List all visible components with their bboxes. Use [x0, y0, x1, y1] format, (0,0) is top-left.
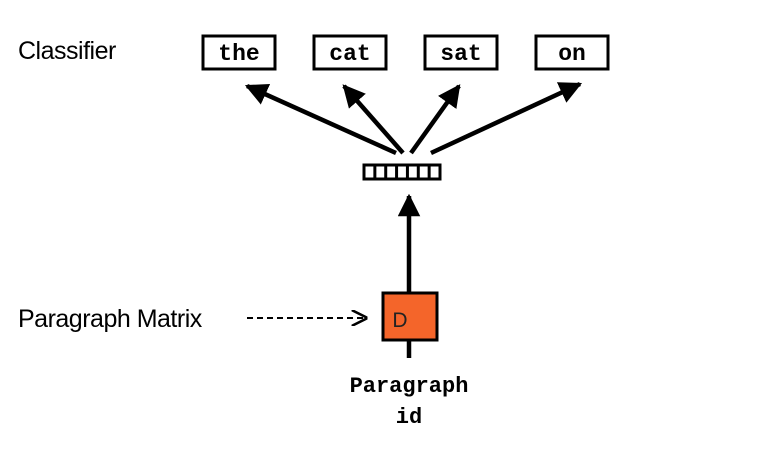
arrow-to-cat — [342, 84, 405, 155]
hidden-vector — [362, 163, 442, 181]
word-box-on: on — [534, 34, 610, 71]
vector-outline — [362, 163, 442, 181]
arrow-to-on — [430, 81, 583, 156]
word-box-cat: cat — [312, 34, 388, 71]
word-boxes: the cat sat on — [201, 34, 610, 71]
word-box-the: the — [201, 34, 277, 71]
word-box-sat: sat — [423, 34, 499, 71]
paragraph-matrix-label: Paragraph Matrix — [18, 305, 203, 333]
word-label: the — [218, 41, 259, 67]
paragraph-matrix-node: D — [381, 291, 439, 342]
paragraph-matrix-letter: D — [392, 309, 407, 332]
classifier-arrows — [244, 81, 583, 156]
word-label: cat — [329, 41, 370, 67]
arrow-to-the — [244, 83, 397, 156]
caption-line2: id — [396, 405, 422, 430]
word-label: sat — [440, 41, 481, 67]
classifier-label: Classifier — [18, 37, 116, 65]
word-label: on — [558, 41, 586, 67]
arrow-to-sat — [409, 84, 461, 155]
caption-line1: Paragraph — [350, 374, 469, 399]
